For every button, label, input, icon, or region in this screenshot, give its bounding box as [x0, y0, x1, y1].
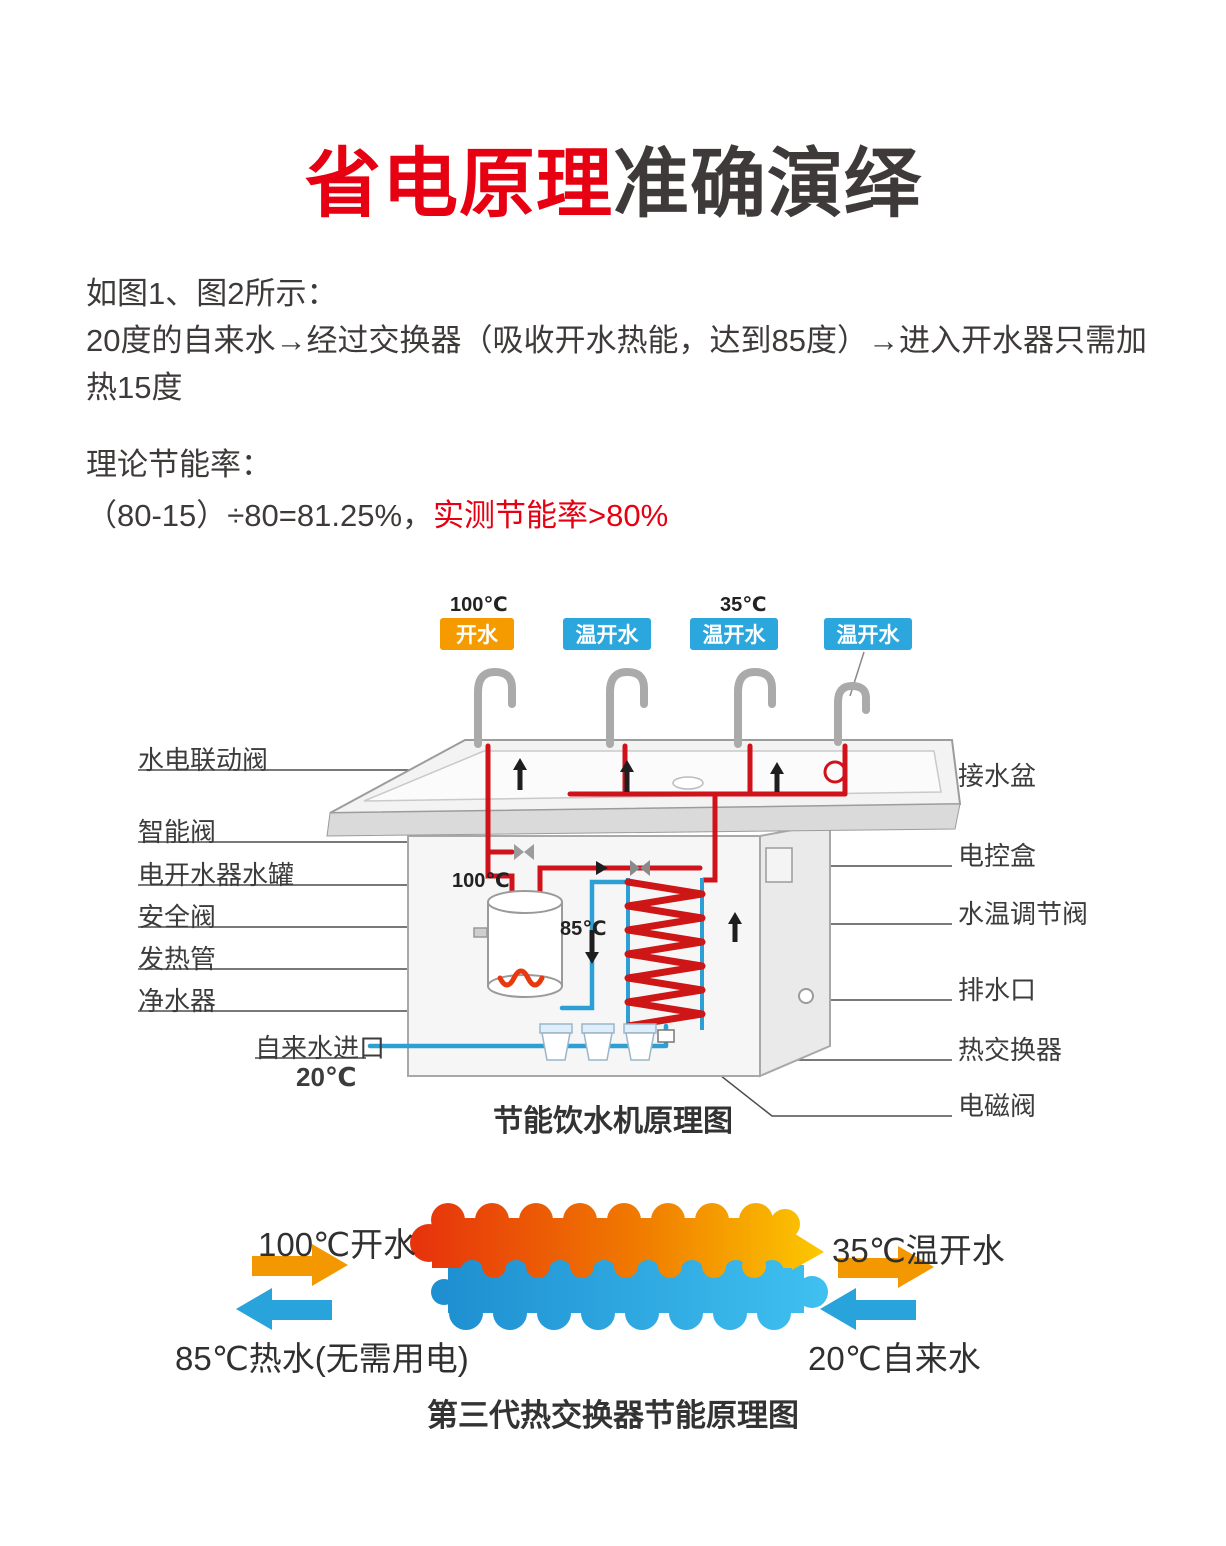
- machine-body: [407, 821, 831, 1078]
- faucet-warm-2: [734, 667, 776, 748]
- intro-line3: 理论节能率：: [86, 447, 272, 482]
- heat-exchanger-coil: [624, 878, 706, 1030]
- cold-in-arrow: [820, 1288, 916, 1330]
- label-smart-valve: 智能阀: [138, 817, 217, 847]
- label-hot-in: 100℃开水: [258, 1226, 417, 1263]
- counter-basin: [326, 739, 962, 837]
- flow-direction-arrows: [236, 1244, 934, 1330]
- faucet-hot: [474, 667, 516, 748]
- hot-pipes: [485, 743, 848, 899]
- formula-red-highlight: 实测节能率>80%: [433, 498, 669, 533]
- intro-line1: 如图1、图2所示：: [86, 276, 338, 311]
- label-heating-element: 发热管: [138, 944, 217, 974]
- title-rest: 准确演绎: [613, 142, 921, 227]
- heating-element: [497, 968, 545, 988]
- heat-exchanger-diagram-art: [236, 1203, 934, 1330]
- valves: [514, 844, 675, 1043]
- hot-teeth: [482, 1254, 766, 1278]
- temp-100-label: 100℃: [450, 594, 508, 616]
- label-safety-valve: 安全阀: [138, 902, 217, 932]
- temp-35-label: 35℃: [720, 594, 767, 616]
- label-temp-valve: 水温调节阀: [958, 899, 1089, 929]
- smart-valve: [514, 844, 534, 860]
- tap-badge-warm-3: 温开水: [824, 618, 912, 650]
- boiler-tank: [473, 890, 563, 998]
- label-cold-out: 85℃热水(无需用电): [175, 1340, 469, 1377]
- intro-line2: 20度的自来水→经过交换器（吸收开水热能，达到85度）→进入开水器只需加热15度: [86, 323, 1147, 405]
- page-title: 省电原理准确演绎: [0, 122, 1226, 232]
- preheat-temp-label: 85℃: [560, 918, 607, 940]
- safety-valve: [473, 927, 488, 938]
- label-boiler-tank: 电开水器水罐: [138, 860, 295, 890]
- tap-badge-hot: 开水: [440, 618, 514, 650]
- label-heat-exchanger: 热交换器: [958, 1035, 1063, 1065]
- drain-outlet: [798, 988, 814, 1004]
- inlet-temp-label: 20℃: [296, 1062, 357, 1092]
- label-water-inlet: 自来水进口: [255, 1033, 386, 1063]
- water-filters: [539, 1023, 657, 1061]
- tap-badge-warm-2: 温开水: [690, 618, 778, 650]
- cold-teeth: [460, 1260, 784, 1284]
- formula-line: （80-15）÷80=81.25%，实测节能率>80%: [86, 492, 1154, 539]
- faucet-warm-1: [606, 667, 648, 748]
- tank-temp-label: 100℃: [452, 870, 510, 892]
- temperature-valve: [630, 860, 650, 876]
- hot-stream: [410, 1203, 824, 1270]
- flow-arrows: [513, 758, 784, 964]
- hot-in-arrow: [252, 1244, 348, 1286]
- hose-coil: [823, 760, 847, 784]
- solenoid-valve: [657, 1029, 675, 1043]
- faucet-warm-3: [834, 681, 870, 746]
- cold-out-arrow: [236, 1288, 332, 1330]
- label-basin: 接水盆: [958, 761, 1037, 791]
- label-solenoid-valve: 电磁阀: [958, 1091, 1037, 1121]
- machine-diagram-art: [138, 651, 962, 1117]
- formula-black: （80-15）÷80=81.25%，: [86, 498, 434, 533]
- control-box: [765, 847, 793, 883]
- label-hot-out: 35℃温开水: [832, 1232, 1005, 1269]
- faucets: [474, 667, 870, 748]
- label-control-box: 电控盒: [958, 841, 1037, 871]
- diagram2-caption: 第三代热交换器节能原理图: [427, 1398, 799, 1433]
- intro-text: 如图1、图2所示： 20度的自来水→经过交换器（吸收开水热能，达到85度）→进入…: [86, 270, 1154, 539]
- diagram1-caption: 节能饮水机原理图: [493, 1105, 733, 1138]
- label-filter: 净水器: [138, 986, 217, 1016]
- tap-badge-warm-1: 温开水: [563, 618, 651, 650]
- label-linkage-valve: 水电联动阀: [138, 745, 269, 775]
- hot-out-arrow: [838, 1246, 934, 1288]
- title-highlight: 省电原理: [305, 142, 613, 227]
- label-drain: 排水口: [958, 975, 1037, 1005]
- basin-sensor: [672, 776, 704, 790]
- label-cold-in: 20℃自来水: [808, 1340, 981, 1377]
